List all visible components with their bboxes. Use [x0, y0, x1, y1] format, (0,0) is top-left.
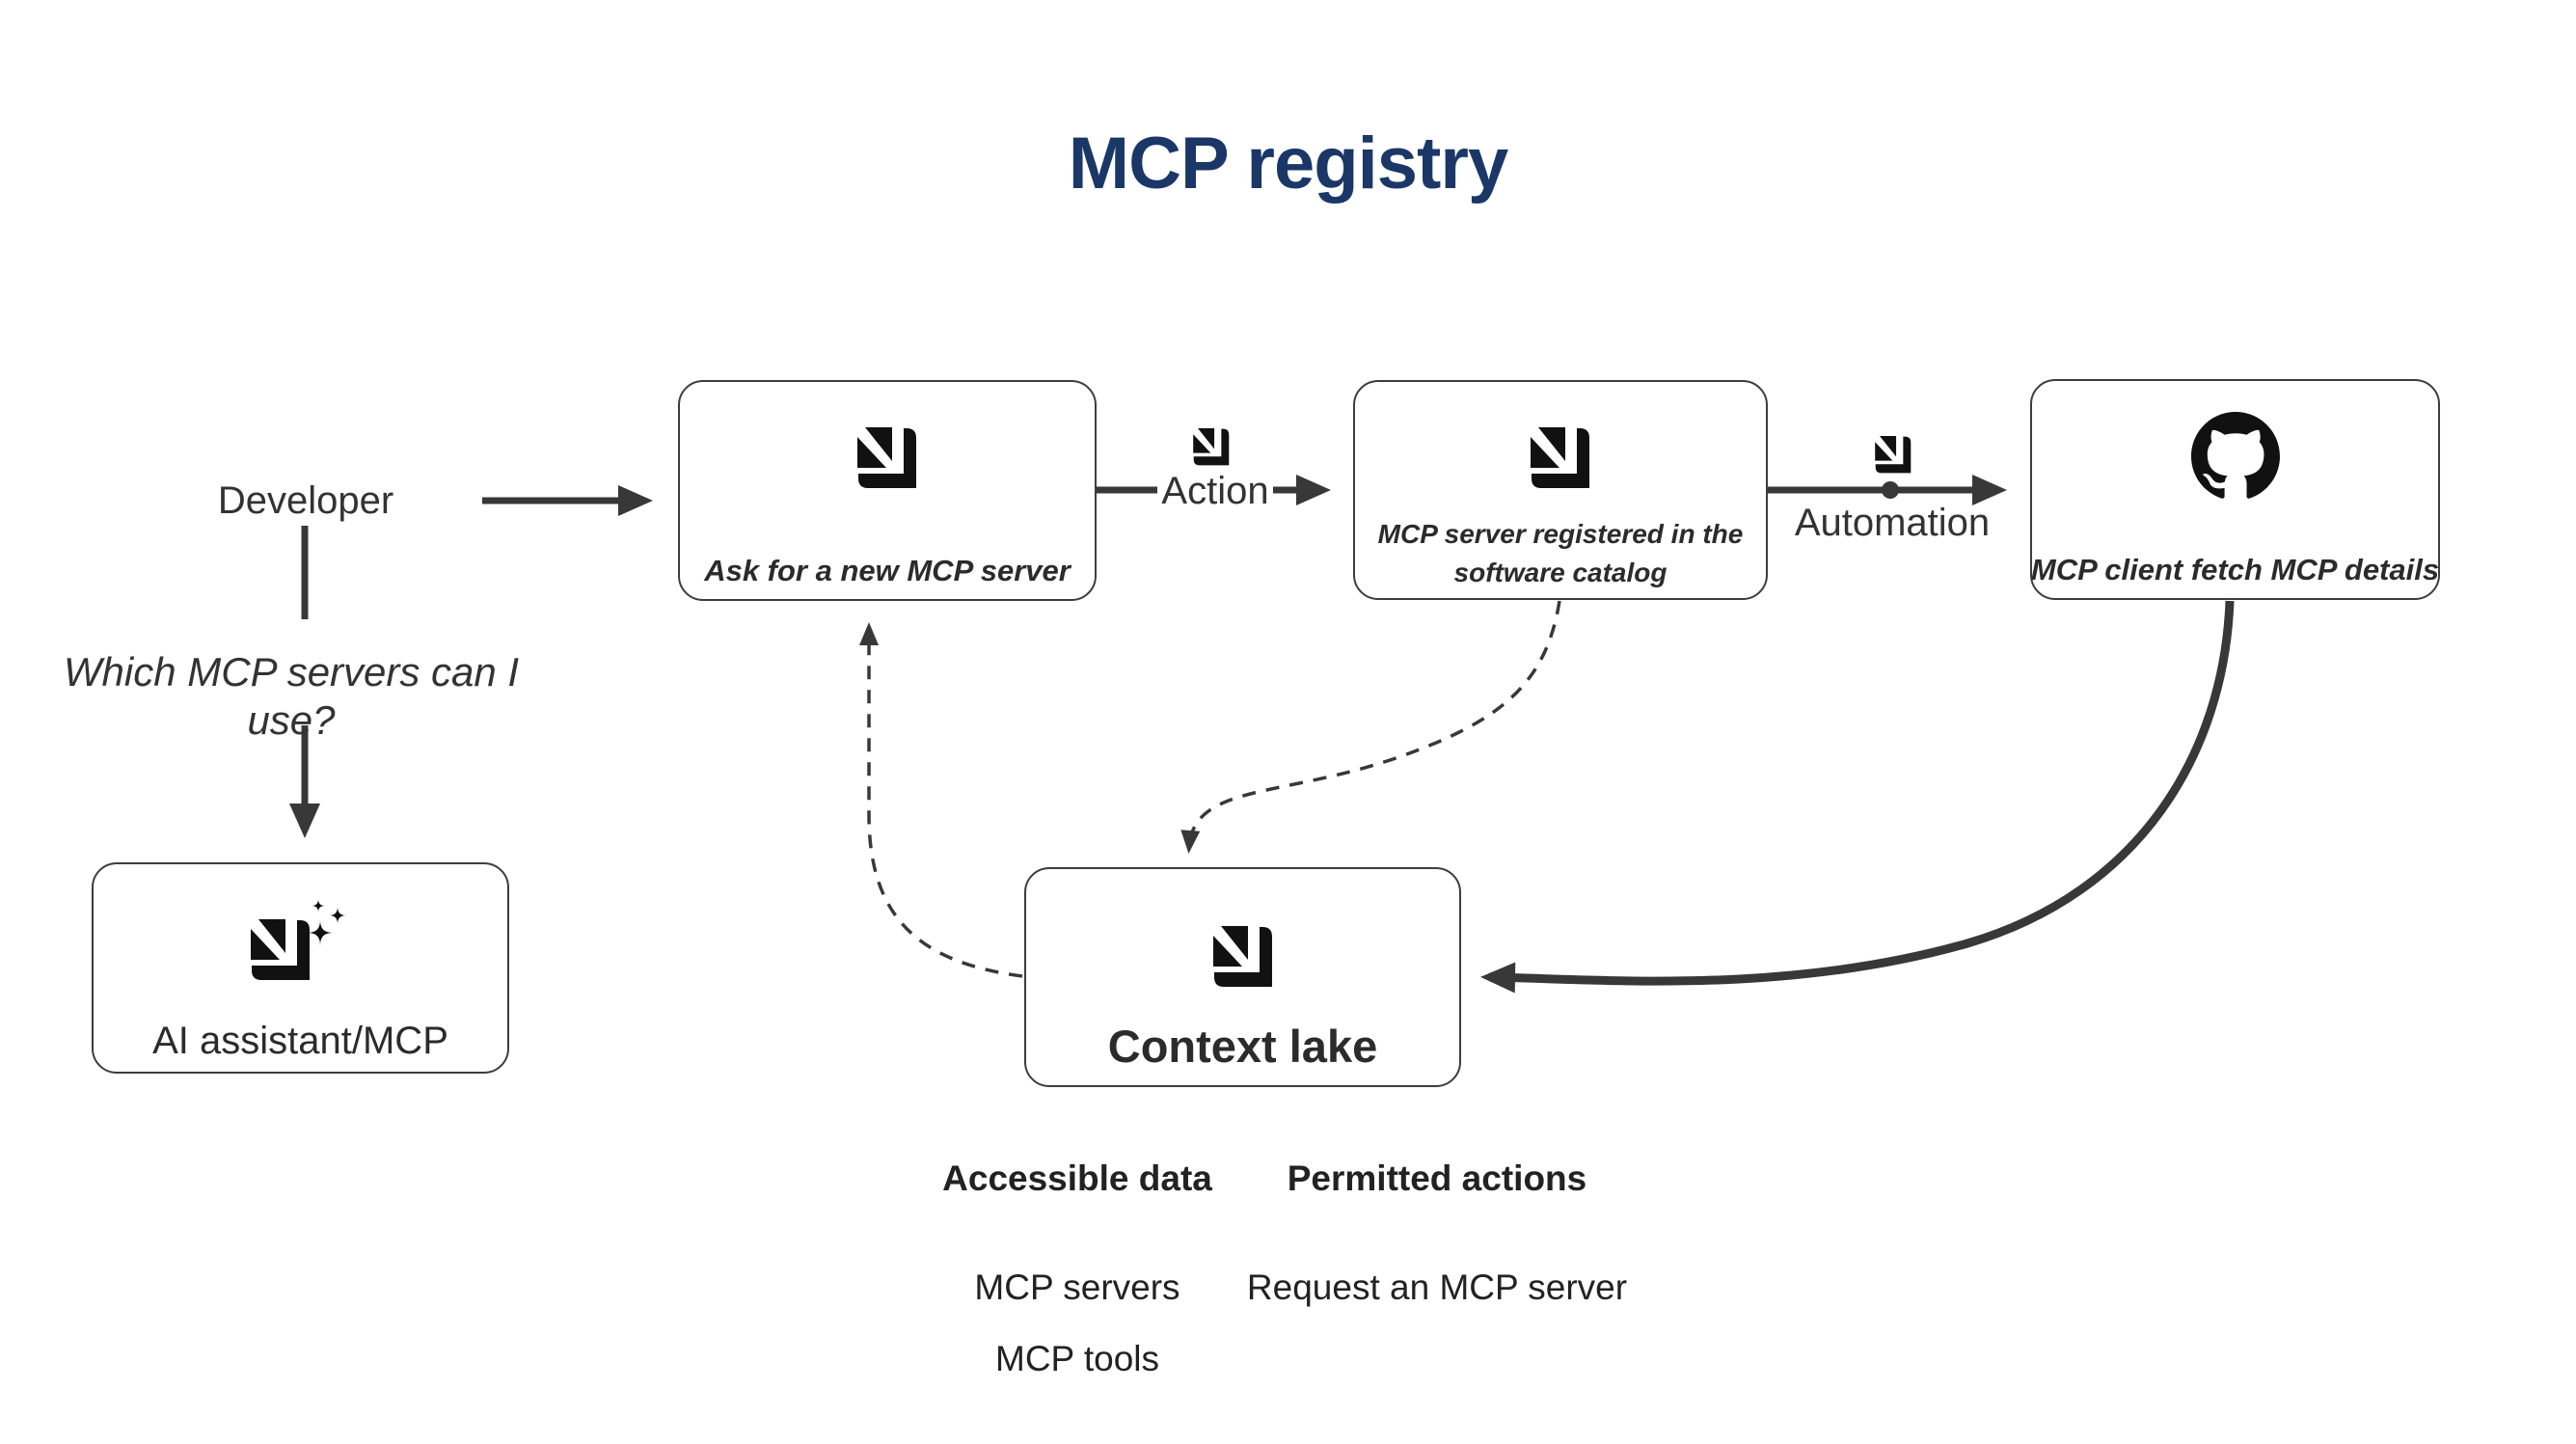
dashed-arrow-context-to-ask	[859, 622, 1023, 978]
node-mcp-server-registered: MCP server registered in the software ca…	[1353, 380, 1768, 600]
developer-question: Which MCP servers can I use?	[63, 649, 520, 743]
port-logo-icon	[1531, 427, 1590, 489]
node-label: Ask for a new MCP server	[704, 554, 1071, 587]
node-label: Context lake	[1107, 1021, 1378, 1072]
node-ask-for-new-mcp-server: Ask for a new MCP server	[678, 380, 1097, 601]
port-logo-icon	[1213, 926, 1273, 988]
node-context-lake: Context lake	[1024, 867, 1461, 1087]
arrow-github-to-context	[1480, 600, 2235, 994]
dashed-arrow-registered-to-context	[1180, 600, 1561, 854]
legend-item: Request an MCP server	[1246, 1267, 1628, 1307]
legend-permitted-actions-items: Request an MCP server	[1225, 1252, 1649, 1323]
port-logo-icon	[1875, 436, 1912, 474]
github-icon	[2190, 412, 2280, 499]
node-label: AI assistant/MCP	[152, 1020, 448, 1062]
developer-label: Developer	[217, 479, 394, 522]
node-label: MCP server registered in the software ca…	[1377, 519, 1744, 587]
action-connector-label: Action	[1161, 470, 1269, 512]
legend-item: MCP tools	[995, 1339, 1159, 1378]
node-ai-assistant-mcp: AI assistant/MCP	[92, 862, 509, 1074]
page-title: MCP registry	[1068, 123, 1508, 204]
legend-permitted-actions-heading: Permitted actions	[1287, 1158, 1587, 1198]
automation-connector-label: Automation	[1794, 502, 1991, 544]
legend-accessible-data-heading: Accessible data	[942, 1158, 1212, 1198]
legend-accessible-data-items: MCP servers MCP tools	[884, 1252, 1270, 1395]
port-logo-icon	[1193, 428, 1230, 466]
port-logo-icon	[857, 427, 917, 489]
node-mcp-client-fetch-details: MCP client fetch MCP details	[2030, 379, 2440, 600]
port-logo-sparkles-icon	[250, 899, 346, 980]
legend-item: MCP servers	[974, 1267, 1180, 1307]
node-label: MCP client fetch MCP details	[2030, 553, 2440, 586]
automation-arrow-dot	[1882, 481, 1899, 499]
